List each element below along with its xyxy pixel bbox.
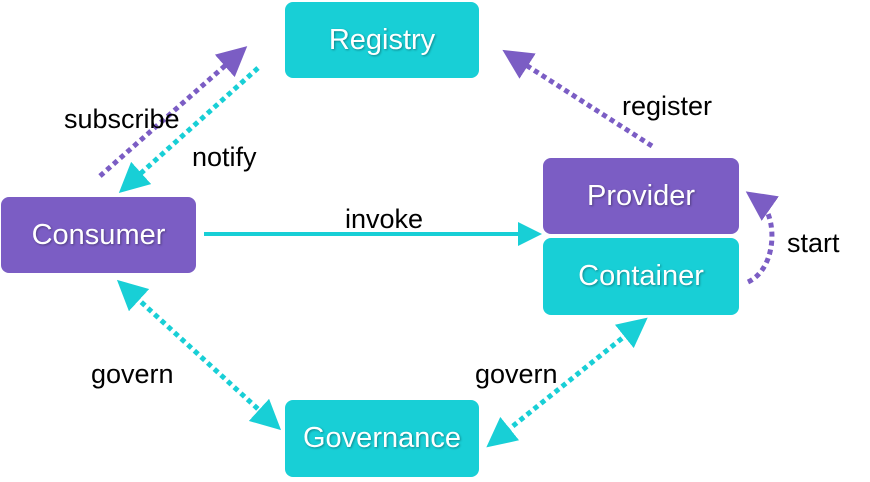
govern-right-label: govern: [475, 359, 558, 389]
govern-left-label: govern: [91, 359, 174, 389]
container-node: Container: [543, 238, 739, 315]
start-label: start: [787, 228, 840, 258]
registry-node: Registry: [285, 2, 479, 78]
consumer-label: Consumer: [31, 218, 166, 251]
provider-label: Provider: [587, 179, 695, 212]
register-arrow: [502, 49, 654, 149]
subscribe-arrow: [98, 46, 248, 178]
provider-node: Provider: [543, 158, 739, 234]
subscribe-label: subscribe: [64, 104, 180, 134]
register-label: register: [622, 91, 713, 121]
notify-label: notify: [192, 142, 257, 172]
start-arrow: [745, 191, 779, 285]
govern-left-arrow: [116, 279, 282, 431]
registry-label: Registry: [328, 23, 436, 56]
consumer-node: Consumer: [1, 197, 196, 273]
container-label: Container: [578, 260, 704, 292]
invoke-label: invoke: [345, 204, 424, 234]
notify-arrow: [118, 66, 260, 194]
govern-right-arrow: [486, 317, 648, 448]
governance-node: Governance: [285, 400, 479, 477]
governance-label: Governance: [303, 422, 461, 454]
